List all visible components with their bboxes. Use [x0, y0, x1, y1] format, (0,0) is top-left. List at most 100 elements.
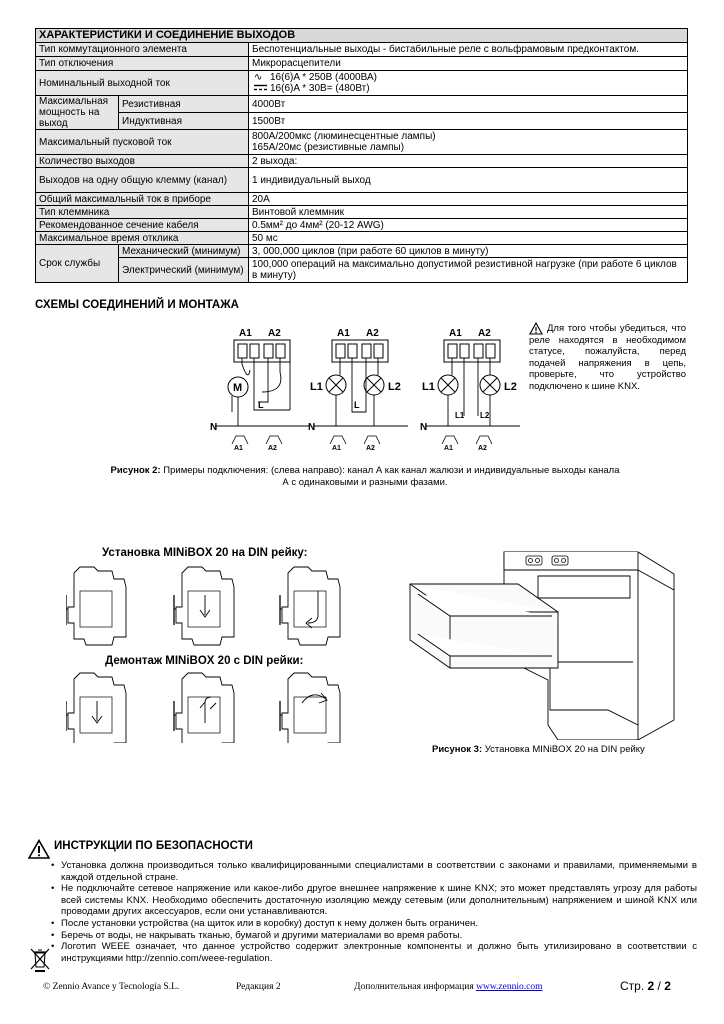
spec-label: Срок службы: [35, 244, 119, 283]
lamp-l2-icon: [479, 374, 501, 396]
neutral-label: N: [420, 422, 427, 433]
spec-sublabel: Механический (минимум): [118, 244, 249, 258]
figure3-caption: Рисунок 3: Установка MINiBOX 20 на DIN р…: [432, 744, 645, 756]
spec-value: ∿ 16(6)A * 250В (4000ВА) 16(6)A * 30В= (4…: [248, 70, 688, 96]
figure3-caption-text: Установка MINiBOX 20 на DIN рейку: [484, 744, 645, 755]
spec-label: Тип клеммника: [35, 205, 249, 219]
spec-label: Рекомендованное сечение кабеля: [35, 218, 249, 232]
ac-symbol-icon: ∿: [254, 72, 263, 83]
spec-label: Максимальная мощность на выход: [35, 95, 119, 130]
page-label: Стр.: [620, 979, 645, 993]
terminal-block: [233, 339, 291, 363]
spec-label: Номинальный выходной ток: [35, 70, 249, 96]
dc-symbol-icon: [254, 83, 270, 94]
switch-a1-label: A1: [444, 445, 453, 452]
spec-sublabel: Электрический (минимум): [118, 257, 249, 283]
figure3-caption-label: Рисунок 3:: [432, 744, 483, 755]
safety-item: После установки устройства (на щиток или…: [51, 918, 697, 930]
wiring-diagram-lamps-same-phase: A1 A2 L1 L2 L N A1 A2: [308, 328, 408, 452]
spec-value: Беспотенциальные выходы - бистабильные р…: [248, 42, 688, 57]
footer-website-link[interactable]: www.zennio.com: [476, 982, 543, 992]
spec-label: Максимальное время отклика: [35, 231, 249, 245]
lamp-l2-label: L2: [504, 381, 517, 393]
install-step-3: [279, 566, 341, 646]
footer-info-label: Дополнительная информация: [354, 982, 474, 992]
terminal-block: [331, 339, 389, 363]
install-step-1: [66, 566, 127, 646]
device-din-rail-illustration: [409, 551, 675, 740]
spec-sublabel: Индуктивная: [118, 112, 249, 130]
spec-value: 50 мс: [248, 231, 688, 245]
lamp-l1-icon: [325, 374, 347, 396]
switch-icons: [231, 435, 283, 445]
spec-value: 2 выхода:: [248, 154, 688, 168]
arrow-curve-icon: [301, 692, 328, 704]
spec-value: 1500Вт: [248, 112, 688, 130]
safety-item: Не подключайте сетевое напряжение или ка…: [51, 883, 697, 918]
footer-info: Дополнительная информация www.zennio.com: [354, 982, 543, 992]
safety-list: Установка должна производиться только кв…: [51, 860, 697, 964]
phase-l2-label: L2: [480, 411, 490, 420]
terminal-a2-label: A2: [366, 328, 379, 339]
warning-icon: [28, 839, 50, 859]
motor-label: M: [233, 382, 242, 394]
footer-company: © Zennio Avance y Tecnología S.L.: [43, 982, 180, 992]
dc-rating: 16(6)A * 30В= (480Вт): [270, 83, 370, 94]
remove-step-2: [173, 672, 235, 743]
terminal-block: [443, 339, 501, 363]
safety-item: Установка должна производиться только кв…: [51, 860, 697, 883]
wiring-diagram-motor: A1 A2 M L N A1 A2: [210, 328, 310, 452]
neutral-label: N: [308, 422, 315, 433]
switch-a1-label: A1: [332, 445, 341, 452]
inrush-line: 165A/20мс (резистивные лампы): [252, 142, 405, 153]
weee-icon: [30, 948, 50, 972]
spec-value: 20A: [248, 192, 688, 206]
page-current: 2: [647, 979, 655, 993]
arrow-down-icon: [91, 701, 103, 724]
spec-sublabel: Резистивная: [118, 95, 249, 113]
terminal-a1-label: A1: [337, 328, 350, 339]
terminal-screws: [237, 343, 286, 359]
spec-value: 4000Вт: [248, 95, 688, 113]
terminal-ports: [525, 555, 569, 566]
lamp-l1-icon: [437, 374, 459, 396]
switch-a2-label: A2: [268, 445, 277, 452]
ac-rating: 16(6)A * 250В (4000ВА): [270, 72, 377, 83]
spec-value: 3, 000,000 циклов (при работе 60 циклов …: [248, 244, 688, 258]
mounting-steps-illustration: [66, 566, 341, 743]
arrow-down-icon: [199, 595, 211, 618]
install-step-2: [173, 566, 235, 646]
terminal-a1-label: A1: [449, 328, 462, 339]
wiring-diagram-lamps-different-phases: A1 A2 L1 L2 L1 L2 N A1 A2: [420, 328, 520, 452]
safety-item: Беречь от воды, не накрывать тканью, бум…: [51, 930, 697, 942]
safety-item: Логотип WEEE означает, что данное устрой…: [51, 941, 697, 964]
switch-a1-label: A1: [234, 445, 243, 452]
safety-title: ИНСТРУКЦИИ ПО БЕЗОПАСНОСТИ: [54, 840, 253, 852]
spec-value: 1 индивидуальный выход: [248, 167, 688, 193]
page-number: Стр. 2 / 2: [620, 979, 671, 993]
spec-label: Общий максимальный ток в приборе: [35, 192, 249, 206]
terminal-a2-label: A2: [268, 328, 281, 339]
lamp-l2-label: L2: [388, 381, 401, 393]
figure2-caption-label: Рисунок 2:: [110, 465, 161, 476]
wiring-note: Для того чтобы убедиться, что реле наход…: [529, 323, 686, 392]
spec-table: ХАРАКТЕРИСТИКИ И СОЕДИНЕНИЕ ВЫХОДОВ Тип …: [35, 28, 688, 283]
page-total: 2: [664, 979, 671, 993]
spec-label: Максимальный пусковой ток: [35, 129, 249, 155]
terminal-a1-label: A1: [239, 328, 252, 339]
lamp-l1-label: L1: [422, 381, 435, 393]
remove-step-3: [279, 672, 341, 743]
spec-value: 100,000 операций на максимально допустим…: [248, 257, 688, 283]
arrow-curve-icon: [305, 591, 319, 629]
figure2-caption-text: Примеры подключения: (слева направо): ка…: [163, 465, 620, 488]
switch-a2-label: A2: [366, 445, 375, 452]
remove-title: Демонтаж MINiBOX 20 с DIN рейки:: [105, 655, 304, 667]
page-separator: /: [657, 979, 661, 993]
phase-l1-label: L1: [455, 411, 465, 420]
terminal-a2-label: A2: [478, 328, 491, 339]
phase-label: L: [258, 400, 264, 410]
install-title: Установка MINiBOX 20 на DIN рейку:: [102, 547, 308, 559]
lamp-l2-icon: [363, 374, 385, 396]
spec-label: Количество выходов: [35, 154, 249, 168]
spec-label: Выходов на одну общую клемму (канал): [35, 167, 249, 193]
